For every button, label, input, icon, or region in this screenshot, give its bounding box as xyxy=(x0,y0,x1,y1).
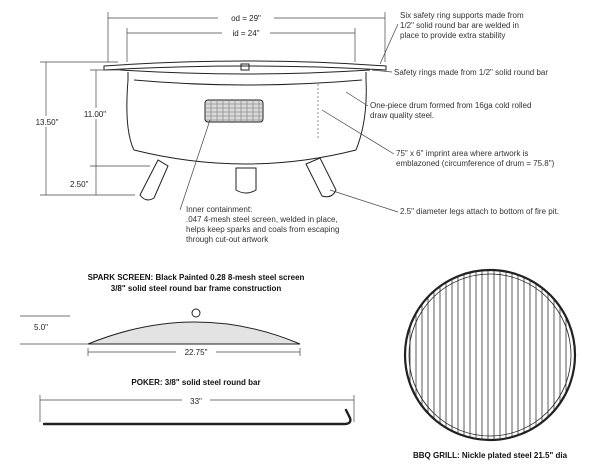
svg-text:BBQ GRILL: Nickle plated steel: BBQ GRILL: Nickle plated steel 21.5" dia xyxy=(413,451,568,460)
callout-imprint: 75" x 6" imprint area where artwork is e… xyxy=(396,149,555,168)
fire-pit-drawing xyxy=(103,60,387,201)
svg-text:2.5" diameter legs attach to b: 2.5" diameter legs attach to bottom of f… xyxy=(400,207,559,216)
svg-text:5.0": 5.0" xyxy=(34,323,48,332)
od-label: od = 29" xyxy=(231,14,261,23)
callout-ring-supports: Six safety ring supports made from 1/2" … xyxy=(400,11,524,40)
leg-center xyxy=(235,167,257,194)
poker-caption: POKER: 3/8" solid steel round bar xyxy=(131,378,260,387)
height-dimensions: 13.50" 11.00" 2.50" xyxy=(31,61,150,196)
safety-ring xyxy=(119,69,371,75)
spark-screen-dimensions: 5.0" 22.75" xyxy=(20,315,301,357)
spark-screen-handle xyxy=(191,308,201,318)
svg-text:Inner containment:: Inner containment: xyxy=(186,205,252,214)
leg-height-label: 2.50" xyxy=(70,180,89,189)
svg-text:place to provide extra stabili: place to provide extra stability xyxy=(400,31,505,40)
drum-height-label: 11.00" xyxy=(84,110,106,119)
svg-text:emblazoned (circumference of d: emblazoned (circumference of drum = 75.8… xyxy=(396,159,555,168)
spark-screen-caption: SPARK SCREEN: Black Painted 0.28 8-mesh … xyxy=(88,273,305,293)
svg-text:One-piece drum formed from 16g: One-piece drum formed from 16ga cold rol… xyxy=(370,101,531,110)
id-dimension: id = 24" xyxy=(126,27,356,62)
bbq-grill-caption: BBQ GRILL: Nickle plated steel 21.5" dia xyxy=(413,451,568,460)
svg-text:22.75": 22.75" xyxy=(185,348,208,357)
spark-screen-drawing xyxy=(87,308,301,345)
bbq-grill-drawing xyxy=(403,268,577,442)
svg-text:helps keep sparks and coals fr: helps keep sparks and coals from escapin… xyxy=(186,225,339,234)
od-dimension: od = 29" xyxy=(107,12,386,62)
svg-text:through cut-out artwork: through cut-out artwork xyxy=(186,235,269,244)
callout-safety-rings: Safety rings made from 1/2" solid round … xyxy=(394,68,548,77)
callout-inner-containment: Inner containment: .047 4-mesh steel scr… xyxy=(186,205,339,244)
id-label: id = 24" xyxy=(232,29,259,38)
svg-text:draw quality steel.: draw quality steel. xyxy=(370,111,434,120)
callout-leaders xyxy=(179,23,399,213)
svg-text:33": 33" xyxy=(190,397,202,406)
svg-text:POKER: 3/8" solid steel round: POKER: 3/8" solid steel round bar xyxy=(131,378,260,387)
poker-drawing xyxy=(42,408,352,426)
svg-text:Safety rings made from 1/2" so: Safety rings made from 1/2" solid round … xyxy=(394,68,548,77)
svg-text:.047 4-mesh steel screen, weld: .047 4-mesh steel screen, welded in plac… xyxy=(186,215,338,224)
svg-text:Six safety ring supports made: Six safety ring supports made from xyxy=(400,11,524,20)
leg-right xyxy=(305,157,337,198)
leg-left xyxy=(139,159,169,201)
callout-legs: 2.5" diameter legs attach to bottom of f… xyxy=(400,207,559,216)
poker-dimension: 33" xyxy=(39,395,355,422)
svg-text:75" x 6" imprint area where ar: 75" x 6" imprint area where artwork is xyxy=(396,149,528,158)
ring-support xyxy=(240,63,250,71)
rim xyxy=(103,60,387,71)
svg-text:1/2" solid round bar are welde: 1/2" solid round bar are welded in xyxy=(400,21,519,30)
svg-text:3/8" solid steel round bar fra: 3/8" solid steel round bar frame constru… xyxy=(111,284,282,293)
callout-drum: One-piece drum formed from 16ga cold rol… xyxy=(370,101,531,120)
drum-top-edge xyxy=(133,79,363,86)
total-height-label: 13.50" xyxy=(36,118,59,127)
grill-rim xyxy=(403,268,577,442)
mesh-window xyxy=(204,99,264,123)
svg-text:SPARK SCREEN: Black Painted 0: SPARK SCREEN: Black Painted 0.28 8-mesh … xyxy=(88,273,305,282)
drum xyxy=(126,72,367,165)
